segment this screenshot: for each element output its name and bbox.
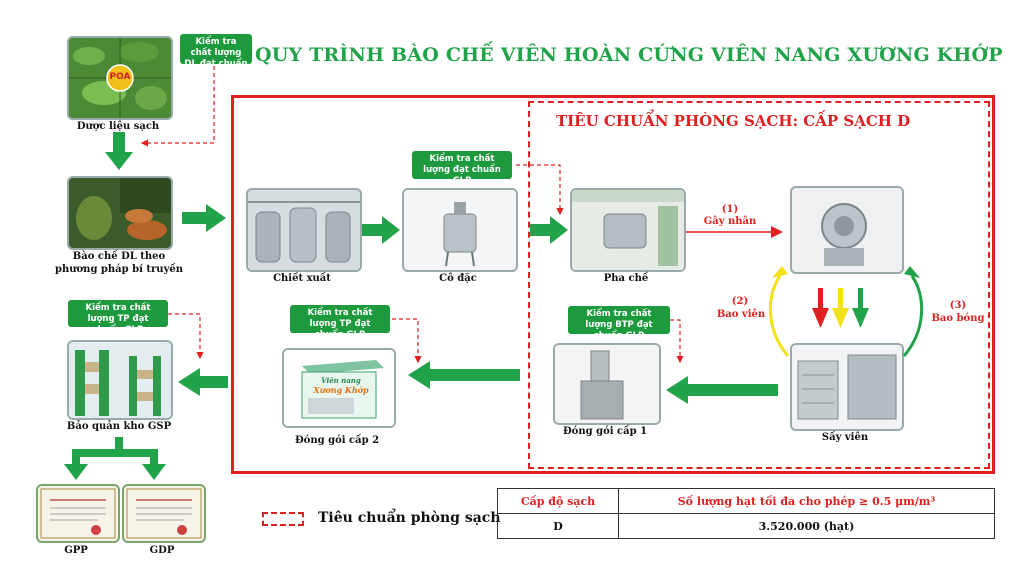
stage3-label: Bao bóng	[931, 313, 985, 324]
arrow-pack2-to-storage	[178, 368, 228, 396]
qc-process: Kiểm tra chất lượng đạt chuẩn GLP	[412, 151, 512, 186]
stage1-label: Gây nhân	[703, 216, 757, 227]
coating-photo	[790, 186, 904, 274]
extract-caption: Chiết xuất	[273, 273, 331, 284]
product-name-line1: Viên nang	[321, 376, 361, 385]
stage2-label: Bao viên	[716, 309, 766, 320]
storage-caption: Bảo quản kho GSP	[66, 421, 172, 432]
certificate-doc-icon	[40, 488, 116, 539]
concentrate-caption: Cô đặc	[439, 273, 477, 284]
poa-logo: POA	[109, 72, 131, 82]
pack2-caption: Đóng gói cấp 2	[294, 435, 380, 446]
warehouse-shelves-image	[69, 342, 171, 418]
herb-leaves-image	[69, 38, 171, 118]
gpp-caption: GPP	[64, 545, 88, 556]
table-cell-particles: 3.520.000 (hạt)	[618, 513, 995, 539]
certificate-doc-icon	[126, 488, 202, 539]
gpp-certificate	[36, 484, 120, 543]
traditional-caption: Bào chế DL theo phương pháp bí truyền	[54, 251, 184, 275]
qc-tp-mid: Kiểm tra chất lượng TP đạt chuẩn GLP	[290, 305, 390, 340]
extract-photo	[246, 188, 362, 272]
pack1-photo	[553, 343, 661, 425]
table-header-row: Cấp độ sạch Số lượng hạt tối đa cho phép…	[497, 488, 995, 514]
qc-herb: Kiểm tra chất lượng DL đạt chuẩn GLP	[180, 34, 252, 80]
clean-room-spec-table: Cấp độ sạch Số lượng hạt tối đa cho phép…	[497, 488, 995, 539]
extraction-tanks-image	[248, 190, 360, 270]
qc-herb-connector	[140, 66, 215, 147]
herb-caption: Dược liệu sạch	[76, 121, 160, 132]
drying-oven-image	[792, 345, 902, 429]
table-header-level: Cấp độ sạch	[497, 488, 619, 514]
qc-btp-connector	[670, 319, 684, 364]
page-title: QUY TRÌNH BÀO CHẾ VIÊN HOÀN CỨNG VIÊN NA…	[255, 44, 1003, 66]
storage-photo	[67, 340, 173, 420]
concentrator-tank-image	[404, 190, 516, 270]
arrow-recoat-yellow	[768, 275, 790, 357]
pack1-caption: Đóng gói cấp 1	[562, 426, 648, 437]
clean-room-frame	[528, 101, 990, 469]
table-cell-level: D	[497, 513, 619, 539]
arrow-polish-green-head	[904, 266, 920, 278]
pack2-photo: Viên nang Xương Khớp	[282, 348, 396, 428]
stage3-number: (3)	[949, 300, 967, 311]
gdp-certificate	[122, 484, 206, 543]
product-box-image	[284, 350, 394, 426]
arrow-storage-to-certificates	[64, 437, 166, 480]
arrow-traditional-to-extract	[182, 204, 226, 232]
qc-btp: Kiểm tra chất lượng BTP đạt chuẩn GLP	[568, 306, 670, 341]
concentrate-photo	[402, 188, 518, 272]
arrow-herb-to-traditional	[105, 132, 133, 170]
drying-photo	[790, 343, 904, 431]
qc-tp-left: Kiểm tra chất lượng TP đạt chuẩn GLP	[68, 300, 168, 335]
arrow-coating-to-drying	[812, 288, 869, 328]
arrow-drying-to-pack1	[666, 376, 778, 404]
qc-tp-mid-connector	[392, 318, 422, 364]
arrow-extract-to-concentrate	[362, 216, 400, 244]
traditional-photo	[67, 176, 173, 250]
drying-caption: Sấy viên	[821, 432, 869, 443]
arrow-polish-green	[902, 275, 924, 357]
mushroom-herb-image	[69, 178, 171, 248]
clean-room-title: TIÊU CHUẨN PHÒNG SẠCH: CẤP SẠCH D	[556, 112, 911, 130]
table-header-particles: Số lượng hạt tối đa cho phép ≥ 0.5 μm/m³	[618, 488, 995, 514]
mixing-caption: Pha chế	[603, 273, 649, 284]
mixing-tank-image	[572, 190, 684, 270]
gdp-caption: GDP	[149, 545, 175, 556]
coating-pan-image	[792, 188, 902, 272]
arrow-recoat-yellow-head	[772, 266, 788, 278]
arrow-pack1-to-pack2	[408, 361, 520, 389]
product-name-line2: Xương Khớp	[313, 385, 369, 395]
process-frame	[231, 95, 995, 474]
qc-process-connector	[516, 164, 564, 216]
table-row: D 3.520.000 (hạt)	[497, 513, 995, 539]
packaging-machine-image	[555, 345, 659, 423]
legend-clean-room-label: Tiêu chuẩn phòng sạch	[318, 510, 501, 526]
mixing-photo	[570, 188, 686, 272]
legend-clean-room-swatch	[262, 512, 304, 526]
stage1-number: (1)	[721, 204, 739, 215]
herb-photo: POA	[67, 36, 173, 120]
qc-tp-left-connector	[168, 313, 204, 360]
stage2-number: (2)	[731, 296, 749, 307]
arrow-concentrate-to-mixing	[530, 216, 568, 244]
